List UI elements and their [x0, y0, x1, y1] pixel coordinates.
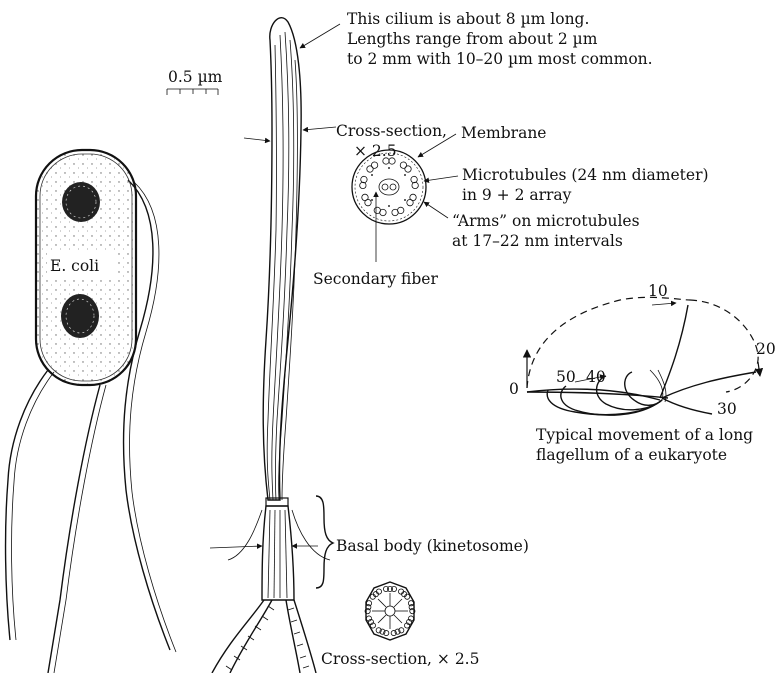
cross-section-top-title-1: Cross-section, — [336, 122, 447, 140]
secondary-fiber-label: Secondary fiber — [313, 270, 438, 288]
position-0: 0 — [509, 380, 519, 398]
arms-label-1: “Arms” on microtubules — [452, 212, 640, 230]
basal-body-label: Basal body (kinetosome) — [336, 537, 529, 555]
basal-body-cross-section-label: Cross-section, × 2.5 — [321, 650, 479, 668]
position-40: 40 — [586, 368, 606, 386]
scale-bar-label: 0.5 µm — [168, 68, 223, 86]
ecoli-label: E. coli — [50, 257, 99, 275]
position-10: 10 — [648, 282, 668, 300]
cilium-note-line-3: to 2 mm with 10–20 µm most common. — [347, 50, 653, 68]
position-30: 30 — [717, 400, 737, 418]
cross-section-width-arrows: Cross-section, × 2.5 — [244, 122, 447, 160]
cilium-note: This cilium is about 8 µm long. Lengths … — [300, 10, 653, 68]
scale-bar: 0.5 µm — [167, 68, 223, 95]
microtubules-label-1: Microtubules (24 nm diameter) — [462, 166, 709, 184]
ecoli-cell: E. coli — [6, 150, 176, 673]
position-20: 20 — [756, 340, 775, 358]
position-50: 50 — [556, 368, 576, 386]
cilium-note-line-2: Lengths range from about 2 µm — [347, 30, 598, 48]
movement-caption-1: Typical movement of a long — [536, 426, 753, 444]
cross-section-top-title-2: × 2.5 — [354, 142, 397, 160]
membrane-label: Membrane — [461, 124, 546, 142]
cilium — [212, 18, 330, 673]
axoneme-cross-section — [352, 150, 426, 224]
flagellum-movement: 10 20 0 50 40 30 Typical movement of a l… — [509, 282, 775, 464]
arms-label-2: at 17–22 nm intervals — [452, 232, 623, 250]
cilium-note-line-1: This cilium is about 8 µm long. — [347, 10, 589, 28]
basal-body-cross-section: Cross-section, × 2.5 — [321, 582, 479, 668]
movement-caption-2: flagellum of a eukaryote — [536, 446, 727, 464]
basal-body-labels: Basal body (kinetosome) — [210, 496, 529, 588]
microtubules-label-2: in 9 + 2 array — [462, 186, 572, 204]
